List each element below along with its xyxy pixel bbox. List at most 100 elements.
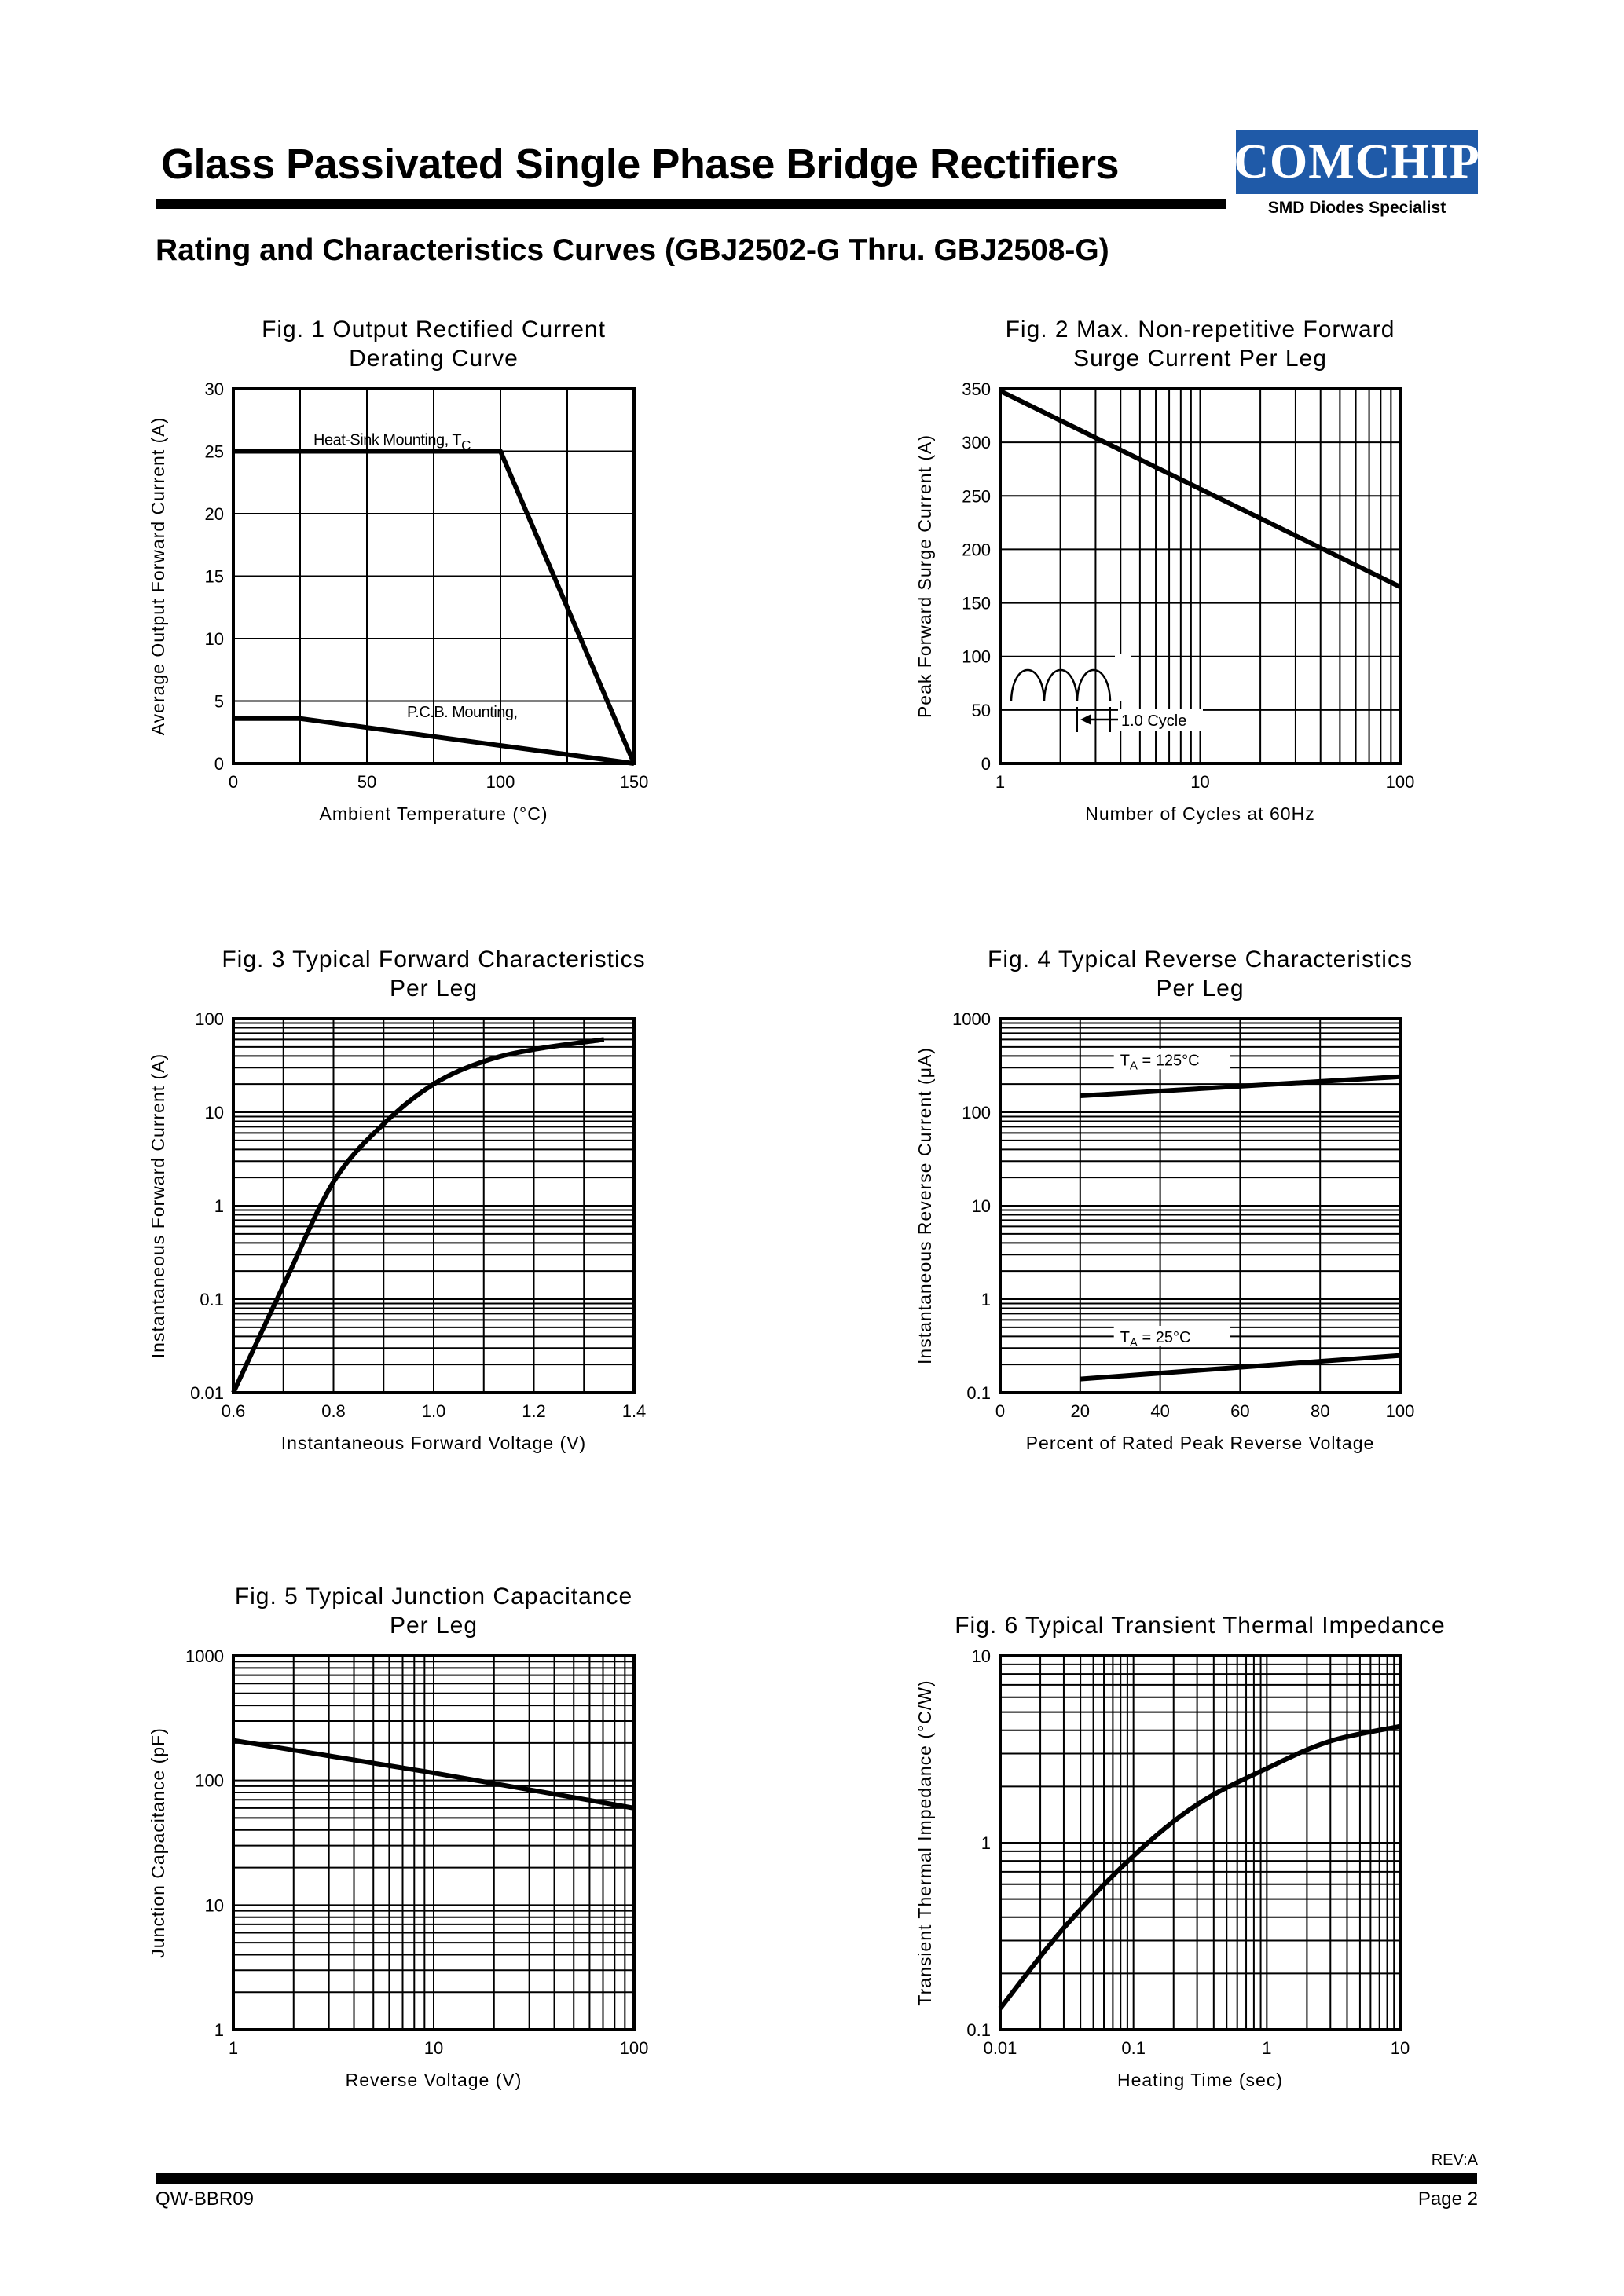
x-tick-label: 80 [1311,1401,1329,1421]
chart-title-line: Fig. 5 Typical Junction Capacitance [235,1584,632,1609]
plot-frame [999,1654,1402,2031]
y-axis-label: Junction Capacitance (pF) [148,1727,168,1957]
x-tick-label: 100 [486,772,515,792]
series-line [1080,1353,1401,1382]
series-annotation: P.C.B. Mounting, [407,704,518,721]
series-line [1080,1074,1401,1099]
y-axis-label: Instantaneous Forward Current (A) [148,1053,168,1358]
section-subtitle: Rating and Characteristics Curves (GBJ25… [156,233,1109,267]
x-axis-label: Percent of Rated Peak Reverse Voltage [1026,1433,1375,1453]
chart-title-line: Fig. 2 Max. Non-repetitive Forward [1006,317,1395,342]
x-tick-label: 150 [620,772,649,792]
chart-title-line: Fig. 3 Typical Forward Characteristics [222,947,645,972]
y-tick-label: 1000 [185,1646,224,1666]
y-tick-label: 30 [205,379,224,399]
annotation-backdrop [1113,1326,1230,1347]
x-axis-label: Reverse Voltage (V) [346,2070,522,2090]
y-tick-label: 100 [962,1103,991,1122]
x-axis-label: Heating Time (sec) [1117,2070,1283,2090]
y-tick-label: 100 [195,1009,224,1029]
x-tick-label: 100 [620,2038,649,2058]
y-tick-label: 100 [195,1771,224,1791]
chart-title-line: Derating Curve [349,346,519,372]
y-tick-label: 0.01 [190,1383,224,1403]
waveform-gap [1115,654,1131,701]
x-tick-label: 0.6 [222,1401,246,1421]
revision-label: REV:A [1431,2151,1478,2169]
x-tick-label: 1.2 [522,1401,546,1421]
annotation-rest: = 125°C [1138,1052,1200,1069]
y-tick-label: 10 [205,1103,224,1122]
chart-title-line: Fig. 6 Typical Transient Thermal Impedan… [955,1613,1446,1639]
plot-frame [999,1017,1402,1394]
x-tick-label: 0.8 [321,1401,346,1421]
y-tick-label: 0 [214,754,224,774]
y-axis-label: Peak Forward Surge Current (A) [915,434,935,718]
y-tick-label: 1 [214,1196,224,1216]
y-tick-label: 1 [981,1833,991,1853]
x-tick-label: 10 [424,2038,443,2058]
y-tick-label: 1000 [952,1009,991,1029]
y-tick-label: 5 [214,692,224,712]
y-tick-label: 150 [962,594,991,613]
y-tick-label: 0.1 [966,1383,991,1403]
comchip-logo: COMCHIP [1234,130,1479,194]
annotation-backdrop [1118,709,1203,731]
chart-fig4: Fig. 4 Typical Reverse CharacteristicsPe… [915,947,1414,1453]
cycle-arrow-head [1080,714,1091,725]
annotation-subscript: C [461,438,471,453]
y-tick-label: 200 [962,540,991,559]
chart-title-line: Per Leg [1156,976,1244,1002]
x-tick-label: 100 [1386,1401,1415,1421]
series-line [233,716,635,766]
x-tick-label: 10 [1190,772,1209,792]
series-line [231,1037,605,1394]
logo-tagline: SMD Diodes Specialist [1267,199,1446,217]
y-tick-label: 350 [962,379,991,399]
x-tick-label: 1.4 [622,1401,647,1421]
y-tick-label: 300 [962,433,991,452]
y-tick-label: 100 [962,647,991,667]
x-axis-label: Instantaneous Forward Voltage (V) [281,1433,586,1453]
y-tick-label: 1 [981,1290,991,1309]
chart-title-line: Per Leg [390,1613,478,1639]
y-tick-label: 50 [972,701,991,720]
chart-fig6: Fig. 6 Typical Transient Thermal Impedan… [915,1613,1446,2090]
x-tick-label: 40 [1150,1401,1169,1421]
x-tick-label: 50 [357,772,376,792]
x-axis-label: Number of Cycles at 60Hz [1085,804,1314,824]
series-line [998,1723,1401,2010]
page-number: Page 2 [1417,2188,1478,2210]
x-tick-label: 100 [1386,772,1415,792]
annotation-subscript: A [1130,1336,1138,1349]
plot-frame [999,387,1402,765]
series-line [233,1738,635,1811]
y-tick-label: 25 [205,442,224,462]
annotation-backdrop [1113,1049,1230,1070]
plot-frame [232,1017,636,1394]
y-axis-label: Transient Thermal Impedance (°C/W) [915,1679,935,2005]
y-tick-label: 0.1 [966,2020,991,2040]
x-tick-label: 1 [1262,2038,1271,2058]
y-tick-label: 20 [205,504,224,524]
y-axis-label: Instantaneous Reverse Current (μA) [915,1047,935,1364]
y-tick-label: 0.1 [200,1290,224,1309]
annotation-rest: = 25°C [1138,1329,1190,1346]
y-axis-label: Average Output Forward Current (A) [148,417,168,736]
y-tick-label: 15 [205,567,224,587]
document-number: QW-BBR09 [156,2188,254,2210]
series-line [233,449,636,765]
x-tick-label: 0 [229,772,238,792]
chart-title-line: Surge Current Per Leg [1073,346,1327,372]
title-underline [156,199,1226,209]
chart-title-line: Fig. 4 Typical Reverse Characteristics [988,947,1413,972]
y-tick-label: 10 [205,629,224,649]
page-title: Glass Passivated Single Phase Bridge Rec… [161,141,1120,188]
x-axis-label: Ambient Temperature (°C) [320,804,548,824]
x-tick-label: 1 [995,772,1005,792]
x-tick-label: 20 [1071,1401,1090,1421]
x-tick-label: 10 [1391,2038,1410,2058]
chart-title-line: Per Leg [390,976,478,1002]
y-tick-label: 10 [972,1646,991,1666]
